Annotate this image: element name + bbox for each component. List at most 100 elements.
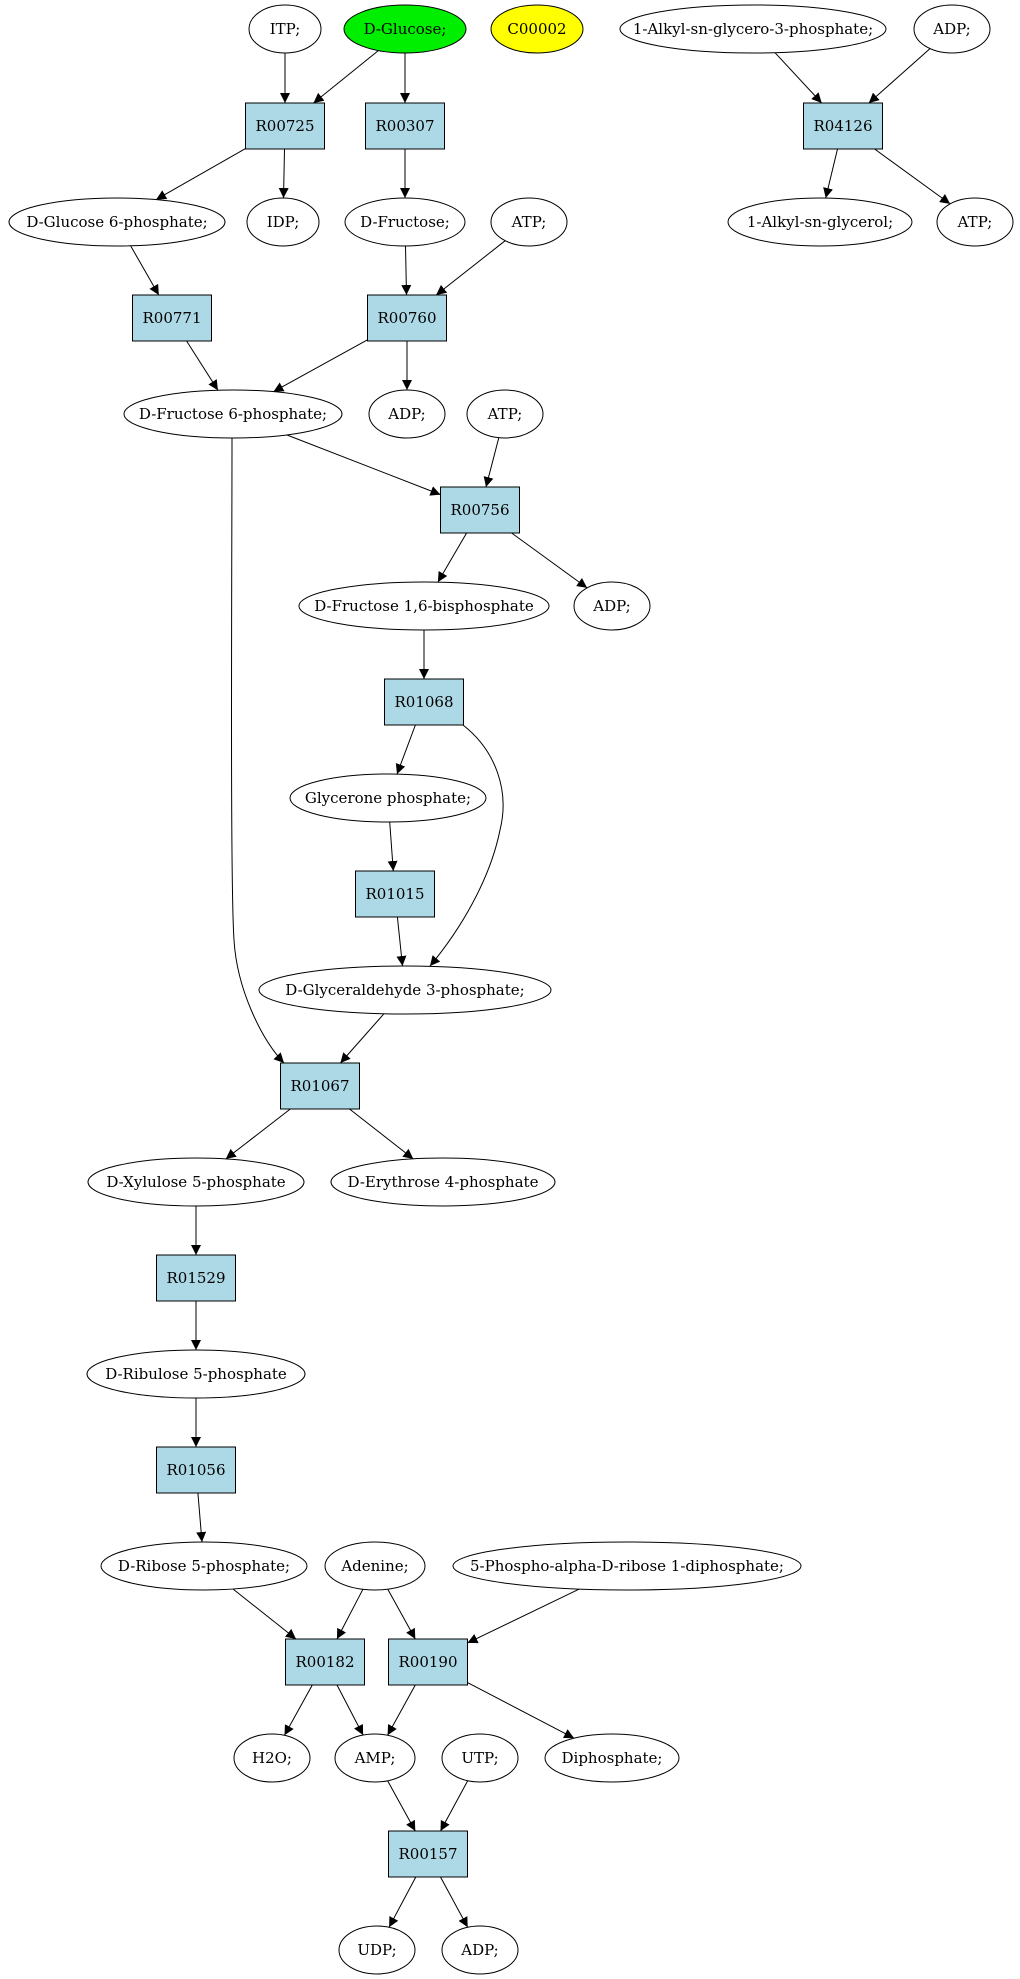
reaction-box — [365, 102, 445, 150]
compound-node-utp: UTP; — [441, 1733, 519, 1783]
edge-r00157-to-adp_final — [440, 1876, 469, 1928]
reaction-node-r00182: R00182 — [285, 1638, 365, 1686]
node-label: D-Fructose 1,6-bisphosphate — [314, 597, 534, 615]
node-label: 1-Alkyl-sn-glycerol; — [747, 213, 893, 231]
node-label: D-Fructose 6-phosphate; — [139, 405, 327, 423]
compound-ellipse — [727, 197, 913, 247]
edge-r00756-to-adp2 — [511, 532, 588, 589]
edge-r00771-to-f6p — [186, 340, 219, 391]
node-label: UTP; — [461, 1749, 498, 1767]
edge-r00190-to-amp — [387, 1684, 416, 1736]
reaction-node-r00157: R00157 — [388, 1830, 468, 1878]
compound-ellipse — [441, 1925, 519, 1975]
compound-ellipse — [289, 773, 487, 823]
reaction-node-r04126: R04126 — [803, 102, 883, 150]
reaction-node-r01529: R01529 — [156, 1254, 236, 1302]
reaction-box — [156, 1446, 236, 1494]
compound-node-g3p: D-Glyceraldehyde 3-phosphate; — [258, 965, 552, 1015]
node-label: R01015 — [365, 885, 424, 903]
edge-atp2-to-r00756 — [483, 437, 500, 488]
compound-ellipse — [100, 1541, 308, 1591]
node-label: ADP; — [932, 20, 970, 38]
node-label: IDP; — [267, 213, 300, 231]
edge-f6p-to-r01067 — [231, 437, 285, 1064]
compound-node-c00002: C00002 — [490, 4, 584, 54]
node-label: R00307 — [375, 117, 434, 135]
node-label: ATP; — [487, 405, 523, 423]
node-label: D-Xylulose 5-phosphate — [106, 1173, 285, 1191]
compound-ellipse — [573, 581, 651, 631]
edge-r00756-to-f16bp — [437, 532, 468, 583]
node-label: Adenine; — [340, 1557, 408, 1575]
reaction-node-r00725: R00725 — [245, 102, 325, 150]
edge-dglucose-to-r00725 — [313, 50, 379, 104]
edge-alkylg3p-to-r04126 — [774, 52, 823, 104]
reaction-box — [388, 1638, 468, 1686]
compound-ellipse — [466, 389, 544, 439]
compound-node-atp_r04126: ATP; — [936, 197, 1014, 247]
edge-r00725-to-g6p — [155, 148, 246, 201]
edge-r01056-to-r5p — [196, 1492, 207, 1543]
compound-ellipse — [368, 389, 446, 439]
compound-node-alkylglycerol: 1-Alkyl-sn-glycerol; — [727, 197, 913, 247]
edge-g3p-to-r01067 — [340, 1013, 385, 1064]
reaction-box — [803, 102, 883, 150]
compound-ellipse — [936, 197, 1014, 247]
node-label: 5-Phospho-alpha-D-ribose 1-diphosphate; — [470, 1557, 784, 1575]
compound-node-adp2: ADP; — [573, 581, 651, 631]
edge-glyceronep-to-r01015 — [387, 821, 398, 872]
node-label: D-Erythrose 4-phosphate — [348, 1173, 539, 1191]
node-label: Glycerone phosphate; — [305, 789, 471, 807]
edge-r00190-to-diphosphate — [467, 1682, 575, 1739]
edge-r00157-to-udp — [388, 1876, 417, 1928]
edge-r01015-to-g3p — [396, 916, 407, 967]
reaction-node-r01056: R01056 — [156, 1446, 236, 1494]
compound-ellipse — [324, 1541, 426, 1591]
reaction-node-r00190: R00190 — [388, 1638, 468, 1686]
node-label: ATP; — [511, 213, 547, 231]
compound-ellipse — [913, 4, 991, 54]
compound-node-dfructose: D-Fructose; — [344, 197, 466, 247]
reaction-node-r00307: R00307 — [365, 102, 445, 150]
reaction-box — [440, 486, 520, 534]
node-label: R00725 — [255, 117, 314, 135]
compound-ellipse — [338, 1925, 416, 1975]
edge-r01068-to-g3p — [429, 724, 504, 967]
compound-node-diphosphate: Diphosphate; — [544, 1733, 680, 1783]
compound-node-adp1: ADP; — [368, 389, 446, 439]
node-label: AMP; — [354, 1749, 396, 1767]
reaction-box — [156, 1254, 236, 1302]
compound-node-idp: IDP; — [246, 197, 320, 247]
edge-r00182-to-amp — [336, 1684, 364, 1736]
node-label: R01067 — [290, 1077, 349, 1095]
compound-node-glyceronep: Glycerone phosphate; — [289, 773, 487, 823]
compound-ellipse — [490, 4, 584, 54]
compound-node-atp1: ATP; — [490, 197, 568, 247]
compound-node-itp: ITP; — [248, 4, 322, 54]
edge-r00725-to-idp — [278, 148, 289, 199]
reaction-node-r01015: R01015 — [355, 870, 435, 918]
edge-g6p-to-r00771 — [130, 245, 160, 296]
compound-node-e4p: D-Erythrose 4-phosphate — [330, 1157, 556, 1207]
node-label: R00760 — [377, 309, 436, 327]
reaction-box — [384, 678, 464, 726]
compound-ellipse — [233, 1733, 311, 1783]
compound-node-adp_top: ADP; — [913, 4, 991, 54]
compound-node-adp_final: ADP; — [441, 1925, 519, 1975]
reaction-box — [132, 294, 212, 342]
edge-adenine-to-r00190 — [387, 1588, 416, 1640]
node-label: R04126 — [813, 117, 872, 135]
reaction-box — [285, 1638, 365, 1686]
edge-r5p-to-r00182 — [232, 1588, 297, 1640]
compound-node-amp: AMP; — [334, 1733, 416, 1783]
compound-ellipse — [490, 197, 568, 247]
reaction-node-r00756: R00756 — [440, 486, 520, 534]
compound-node-adenine: Adenine; — [324, 1541, 426, 1591]
compound-ellipse — [248, 4, 322, 54]
compound-ellipse — [619, 4, 887, 54]
node-label: D-Fructose; — [360, 213, 450, 231]
compound-node-f16bp: D-Fructose 1,6-bisphosphate — [298, 581, 550, 631]
edge-r04126-to-atp_r04126 — [874, 148, 951, 205]
